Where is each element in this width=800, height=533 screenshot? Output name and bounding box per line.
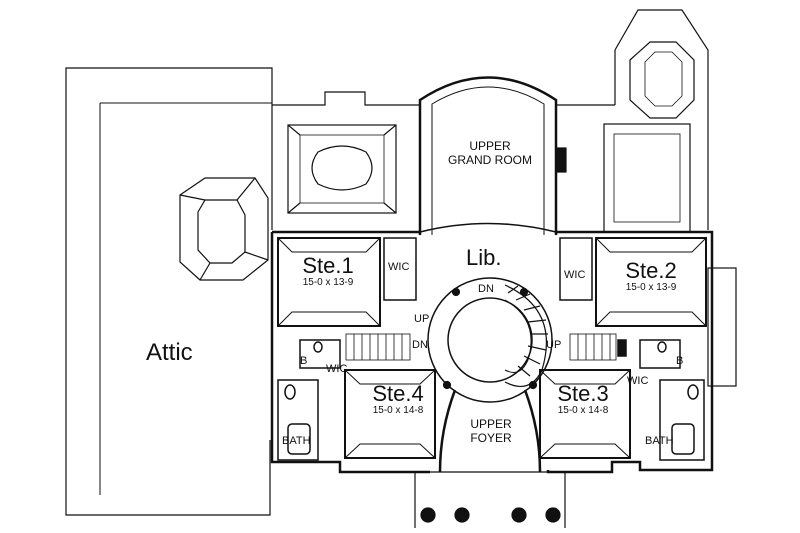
foyer-and-portico xyxy=(414,389,566,528)
upper-grand-room-line2: GRAND ROOM xyxy=(448,153,532,167)
upper-foyer-line1: UPPER xyxy=(470,417,512,431)
suite-2-size: 15-0 x 13-9 xyxy=(625,282,677,293)
attic-roof-outline xyxy=(65,67,273,516)
suite-1-name: Ste.1 xyxy=(302,253,354,278)
suite-3-label: Ste.3 15-0 x 14-8 xyxy=(541,383,625,416)
bath-label-left: BATH xyxy=(282,435,311,447)
suite-3-size: 15-0 x 14-8 xyxy=(557,405,609,416)
chimney-tower xyxy=(556,9,737,387)
upper-grand-room-label: UPPER GRAND ROOM xyxy=(438,140,542,166)
suite-4-name: Ste.4 xyxy=(372,381,424,406)
stair-up-label-left: UP xyxy=(414,313,430,325)
stair-up-label-right: UP xyxy=(546,339,562,351)
suite-3-name: Ste.3 xyxy=(557,381,609,406)
suite-4-size: 15-0 x 14-8 xyxy=(372,405,424,416)
bath-short-label-right: B xyxy=(676,355,684,367)
library-rotunda xyxy=(427,277,553,403)
upper-grand-room-walls xyxy=(418,76,567,235)
rear-roof-oval xyxy=(272,91,420,214)
side-stairs xyxy=(345,333,617,361)
suite-1-label: Ste.1 15-0 x 13-9 xyxy=(288,255,368,288)
suite-walls xyxy=(277,237,707,459)
bath-short-label-left: B xyxy=(300,355,308,367)
attic-label: Attic xyxy=(146,339,193,366)
suite-2-label: Ste.2 15-0 x 13-9 xyxy=(609,260,693,293)
upper-grand-room-line1: UPPER xyxy=(469,139,511,153)
closet-label-suite-3: WIC xyxy=(627,375,649,387)
bath-label-right: BATH xyxy=(645,435,674,447)
upper-foyer-line2: FOYER xyxy=(470,431,512,445)
stair-down-label-spiral: DN xyxy=(478,283,494,295)
second-floor-walls xyxy=(270,222,714,474)
library-label: Lib. xyxy=(466,245,502,270)
closet-label-suite-2: WIC xyxy=(564,269,586,281)
upper-foyer-label: UPPER FOYER xyxy=(456,418,526,444)
closets-and-baths xyxy=(277,237,705,461)
closet-label-suite-4: WIC xyxy=(326,363,348,375)
suite-1-size: 15-0 x 13-9 xyxy=(302,277,354,288)
suite-2-name: Ste.2 xyxy=(625,258,677,283)
suite-4-label: Ste.4 15-0 x 14-8 xyxy=(356,383,440,416)
closet-label-suite-1: WIC xyxy=(388,261,410,273)
stair-down-label-left: DN xyxy=(412,339,428,351)
